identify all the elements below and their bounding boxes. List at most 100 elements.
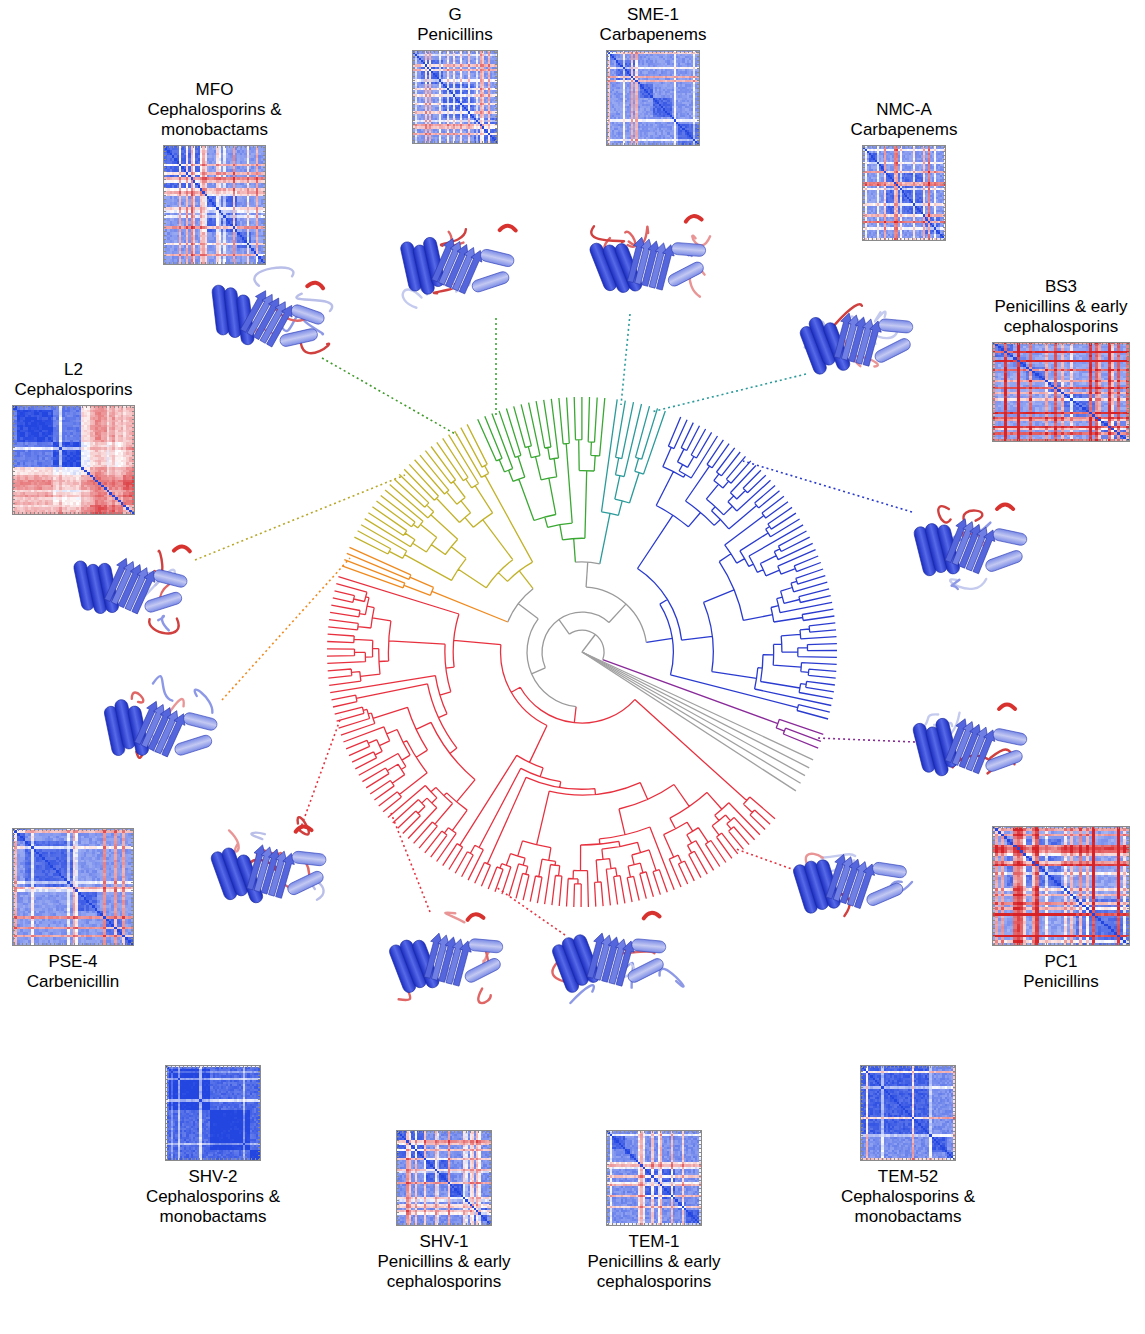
leader-line [495, 318, 497, 417]
heatmap-panel: PC1Penicillins [986, 826, 1136, 992]
protein-loop [149, 617, 179, 634]
leader-line [322, 358, 457, 435]
heatmap [992, 342, 1130, 442]
enzyme-name: BS3 [986, 277, 1136, 297]
enzyme-name: SHV-1 [369, 1232, 519, 1252]
protein-structure [70, 542, 190, 634]
tree-branch [559, 619, 570, 634]
helix [626, 957, 665, 985]
leader-line [736, 849, 800, 872]
enzyme-name: L2 [0, 360, 149, 380]
substrate-label: Carbapenems [829, 120, 979, 140]
protein-loop [445, 910, 464, 924]
heatmap [12, 405, 135, 515]
leader-line [222, 558, 350, 700]
tree-branch [582, 652, 801, 783]
heatmap-panel: BS3Penicillins & early cephalosporins [986, 277, 1136, 442]
helix [152, 568, 188, 588]
helix [984, 749, 1024, 773]
heatmap-panel: GPenicillins [380, 5, 530, 144]
protein-loop [402, 289, 421, 307]
helix [182, 711, 218, 731]
tree-branch [600, 513, 610, 564]
enzyme-name: PC1 [986, 952, 1136, 972]
protein-loop [999, 704, 1015, 709]
leader-line [743, 461, 912, 512]
protein-loop [659, 966, 684, 989]
helix [143, 591, 183, 614]
protein-structure [204, 259, 338, 357]
heatmap [862, 145, 946, 241]
protein-loop [307, 282, 323, 288]
substrate-label: Carbenicillin [0, 972, 148, 992]
protein-loop [477, 988, 492, 1004]
protein-structure [796, 298, 918, 377]
tree-branch [518, 604, 538, 619]
heatmap-panel: NMC-ACarbapenems [829, 100, 979, 241]
leader-line [300, 717, 341, 830]
heatmap [412, 50, 498, 144]
enzyme-name: MFO [140, 80, 290, 100]
protein-loop [500, 226, 516, 231]
heatmap [396, 1130, 492, 1226]
protein-structure [586, 211, 718, 310]
leader-lines [195, 314, 915, 935]
protein-structure [384, 906, 510, 1014]
tree-branch [519, 571, 533, 589]
heatmap [606, 1130, 702, 1226]
substrate-label: Carbapenems [578, 25, 728, 45]
heatmap [606, 50, 700, 146]
protein-loop [158, 616, 170, 631]
helix [290, 303, 326, 326]
leader-line [496, 887, 565, 935]
substrate-label: Penicillins [986, 972, 1136, 992]
helix [873, 337, 912, 365]
tree-branch [609, 604, 626, 622]
enzyme-name: SME-1 [578, 5, 728, 25]
helix [463, 956, 502, 984]
helix [992, 728, 1028, 747]
heatmap-panel: PSE-4Carbenicillin [0, 828, 148, 992]
heatmap [992, 826, 1130, 946]
enzyme-name: NMC-A [829, 100, 979, 120]
protein-loop [938, 506, 950, 522]
protein-loop [132, 692, 144, 702]
enzyme-name: SHV-2 [138, 1167, 288, 1187]
helix [631, 938, 666, 953]
leader-line [621, 314, 630, 405]
tree-branch [603, 660, 778, 724]
tree-branch [574, 707, 576, 723]
protein-loop [643, 912, 659, 918]
heatmap [12, 828, 134, 946]
substrate-label: Penicillins & early cephalosporins [986, 297, 1136, 337]
protein-loop [295, 826, 311, 832]
protein-structure [791, 848, 913, 919]
protein-loop [174, 546, 190, 551]
protein-structure [547, 910, 684, 1005]
heatmap-panel: SHV-1Penicillins & early cephalosporins [369, 1130, 519, 1292]
substrate-label: Cephalosporins & monobactams [138, 1187, 288, 1227]
protein-loop [952, 580, 960, 589]
enzyme-name: TEM-52 [833, 1167, 983, 1187]
protein-structure [398, 223, 516, 311]
helix [286, 869, 325, 896]
protein-structure [912, 704, 1028, 777]
helix [479, 248, 515, 268]
protein-loop [950, 579, 986, 589]
substrate-label: Penicillins & early cephalosporins [369, 1252, 519, 1292]
tree-branch [342, 547, 434, 595]
protein-loop [963, 511, 982, 522]
protein-structure [913, 505, 1028, 590]
protein-structure [207, 815, 331, 910]
helix [471, 270, 511, 293]
helix [984, 549, 1024, 573]
protein-loop [685, 215, 701, 222]
enzyme-name: TEM-1 [579, 1232, 729, 1252]
tree-branch [582, 652, 796, 791]
protein-loop [254, 264, 294, 290]
tree-branch [574, 539, 576, 563]
protein-loop [152, 676, 173, 701]
helix [872, 862, 907, 879]
helix [291, 851, 326, 867]
